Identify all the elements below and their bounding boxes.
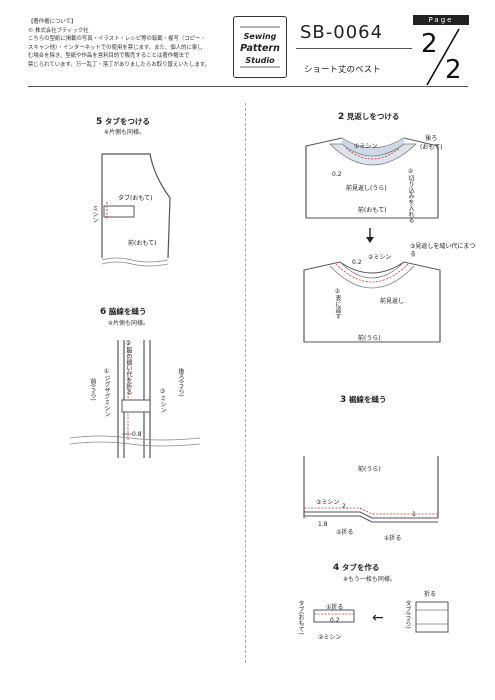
step-2b-diagram [303, 261, 441, 343]
step-6-note: ※片側も同様。 [108, 320, 150, 327]
back-wrong-label: 後ろ(うら) [177, 368, 184, 397]
copyright-line: む場合を除き、型紙や作品を営利目的で販売することは著作権法で [28, 53, 190, 60]
sewing1-label: ①ミシン [354, 143, 378, 150]
sewing-pattern-studio-logo: Sewing Pattern Studio [233, 16, 287, 78]
front-label: 前(おもて) [128, 240, 157, 247]
copyright-line: スキャン他）・インターネットでの使用を禁じます。また、個人的に楽し [28, 44, 203, 51]
measure-label: 0.2 [332, 171, 342, 178]
sewing-label: ③ミシン [159, 388, 166, 413]
mark-label: 1 [412, 511, 416, 518]
fold1-label: ①折る [326, 604, 344, 611]
pattern-code: SB-0064 [300, 22, 384, 43]
step-3-title: 3 裾線を縫う [340, 395, 387, 405]
facing-label: 前見返し [380, 298, 405, 305]
turn-out-label: ①表に返す [334, 288, 341, 319]
tab-back-label: タブ(うら) [404, 600, 411, 629]
logo-word: Studio [245, 56, 275, 65]
front-face-label: 前(おもて) [358, 207, 387, 214]
copyright-line: © 株式会社ブティック社 [28, 27, 89, 34]
column-divider [245, 103, 246, 663]
measure2-label: 1.8 [318, 521, 328, 528]
copyright-line: 禁じられています。万一乱丁・落丁がありましたらお取り替えいたします。 [28, 61, 211, 68]
pattern-title: ショート丈のベスト [304, 65, 381, 75]
page-total: 2 [445, 55, 462, 85]
fold1-label: ①折る [384, 535, 402, 542]
tab-label: タブ(おもて) [118, 195, 153, 202]
fold-allowance-label: ②脇の縫い代を折る [125, 340, 132, 395]
step-5-note: ※片側も同様。 [104, 129, 146, 136]
step-6-title: 6 脇線を縫う [100, 307, 147, 317]
measure2-label: 0.2 [352, 259, 362, 266]
fold2-label: ②折る [336, 529, 354, 536]
clip-label: ②切り込みを入れる [407, 168, 414, 223]
front-wrong-label: 前(うら) [89, 378, 96, 401]
sewing-label: ②ミシン [318, 634, 342, 641]
sewing-label: ③ミシン [316, 499, 340, 506]
front-wrong-label: 前(うら) [358, 466, 381, 473]
sewing-label: ミシン [91, 205, 98, 223]
page-current: 2 [421, 29, 438, 59]
step-5-diagram [101, 153, 171, 267]
step-4-title: 4 タブを作る [333, 563, 380, 573]
copyright-notice: 【著作権について】 © 株式会社ブティック社 こちらの型紙に掲載の写真・イラスト… [28, 18, 256, 70]
step-5-title: 5 タブをつける [96, 117, 150, 127]
sewing2-label: ②ミシン [368, 254, 392, 261]
step-2-title: 2 見返しをつける [338, 112, 400, 122]
logo-word: Pattern [240, 43, 280, 54]
page-indicator: Page 2 2 [413, 15, 469, 86]
measure1-label: 2 [342, 503, 346, 510]
back-label: 後ろ (おもて) [420, 135, 443, 151]
front-back-label: 前(うら) [358, 335, 381, 342]
arrow-left-icon: ← [372, 610, 384, 626]
measure-label: 0.2 [330, 617, 340, 624]
logo-word: Sewing [244, 32, 277, 41]
arrow-down-icon [366, 228, 374, 243]
step-3-diagram [303, 456, 439, 523]
step-4-diagram [313, 601, 449, 633]
blind-stitch-label: ③見返しを縫い代にまつる [410, 243, 476, 258]
page-label: Page [413, 15, 469, 25]
step-2a-diagram [305, 137, 439, 219]
copyright-line: こちらの型紙に掲載の写真・イラスト・レシピ等の転載・複写（コピー・ [28, 36, 206, 43]
fold-label: 折る [424, 591, 437, 598]
step-4-note: ※もう一枚も同様。 [343, 576, 396, 583]
facing-back-label: 前見返し(うら) [346, 185, 387, 192]
copyright-line: 【著作権について】 [28, 19, 77, 25]
step-6-diagram [70, 340, 201, 458]
tab-face-label: タブ(おもて) [297, 600, 304, 635]
zigzag-label: ①ジグザグミシン [103, 368, 110, 417]
header-rule [28, 86, 468, 88]
measure-label: 0.8 [132, 431, 142, 438]
header-divider [296, 48, 412, 49]
